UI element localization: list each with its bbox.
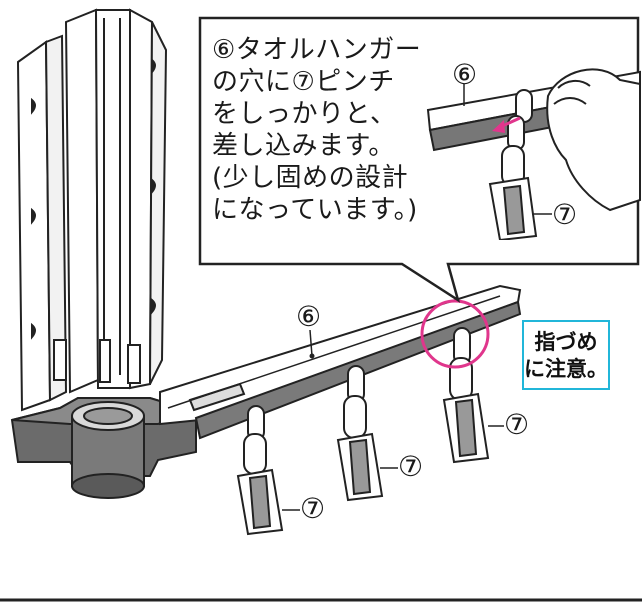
label-part7-pinch1: ⑦ (300, 492, 326, 525)
hanger-base (10, 397, 200, 499)
callout-line: になっています。) (212, 195, 418, 225)
callout-line: (少し固めの設計 (212, 163, 409, 193)
callout-box (198, 16, 640, 303)
highlight-circle (420, 299, 490, 369)
callout-line: をしっかりと、 (212, 99, 397, 129)
label-part7-detail: ⑦ (552, 198, 578, 231)
label-part7-pinch3: ⑦ (504, 408, 530, 441)
hanger-tower (16, 8, 168, 412)
caution-box: 指づめ に注意。 (522, 320, 610, 390)
callout-text: ⑥タオルハンガー の穴に⑦ピンチ をしっかりと、 差し込みます。 (少し固めの設… (212, 34, 422, 226)
callout-line: の穴に⑦ピンチ (212, 67, 395, 97)
pinch-group (236, 327, 490, 536)
callout-line: 差し込みます。 (212, 131, 395, 161)
label-part6-detail: ⑥ (452, 58, 478, 91)
detail-illustration (426, 68, 641, 240)
label-part7-pinch2: ⑦ (398, 450, 424, 483)
caution-line: に注意。 (524, 357, 608, 381)
label-part6-arm: ⑥ (296, 300, 322, 333)
caution-line: 指づめ (534, 330, 598, 354)
callout-line: ⑥タオルハンガー (212, 35, 422, 65)
